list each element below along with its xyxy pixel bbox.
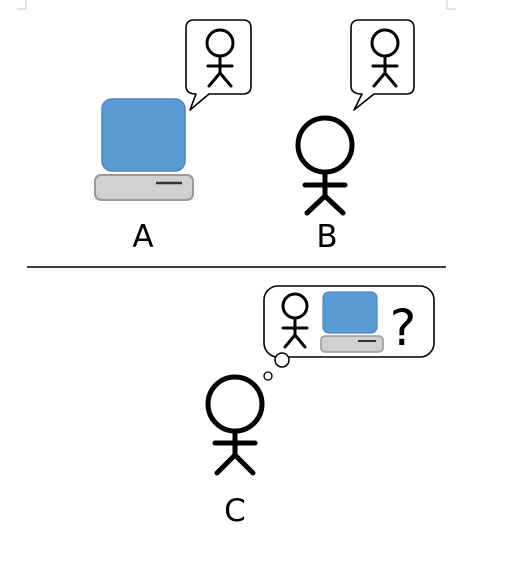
panel-c: ? C — [205, 285, 435, 529]
question-mark: ? — [390, 299, 417, 357]
speech-bubble-a — [185, 19, 252, 111]
page-corner-marks — [17, 0, 456, 10]
stick-figure-icon — [295, 115, 355, 216]
label-a: A — [132, 219, 153, 255]
stick-figure-icon — [205, 374, 265, 476]
thought-dot-small — [263, 371, 273, 381]
computer-screen — [101, 98, 186, 172]
thought-bubble-c: ? — [263, 285, 435, 381]
computer-icon — [94, 98, 194, 201]
panel-b: B — [295, 19, 415, 255]
stick-figure-icon — [281, 292, 309, 349]
panel-a: A — [94, 19, 252, 255]
speech-bubble-b — [350, 19, 415, 111]
thought-dot-large — [274, 352, 290, 368]
computer-base — [94, 174, 194, 201]
computer-screen — [322, 291, 378, 334]
computer-icon — [320, 291, 384, 353]
label-b: B — [316, 219, 337, 255]
stick-figure-icon — [370, 28, 400, 88]
computer-base — [320, 335, 384, 353]
stick-figure-icon — [205, 28, 235, 88]
label-c: C — [224, 493, 246, 529]
